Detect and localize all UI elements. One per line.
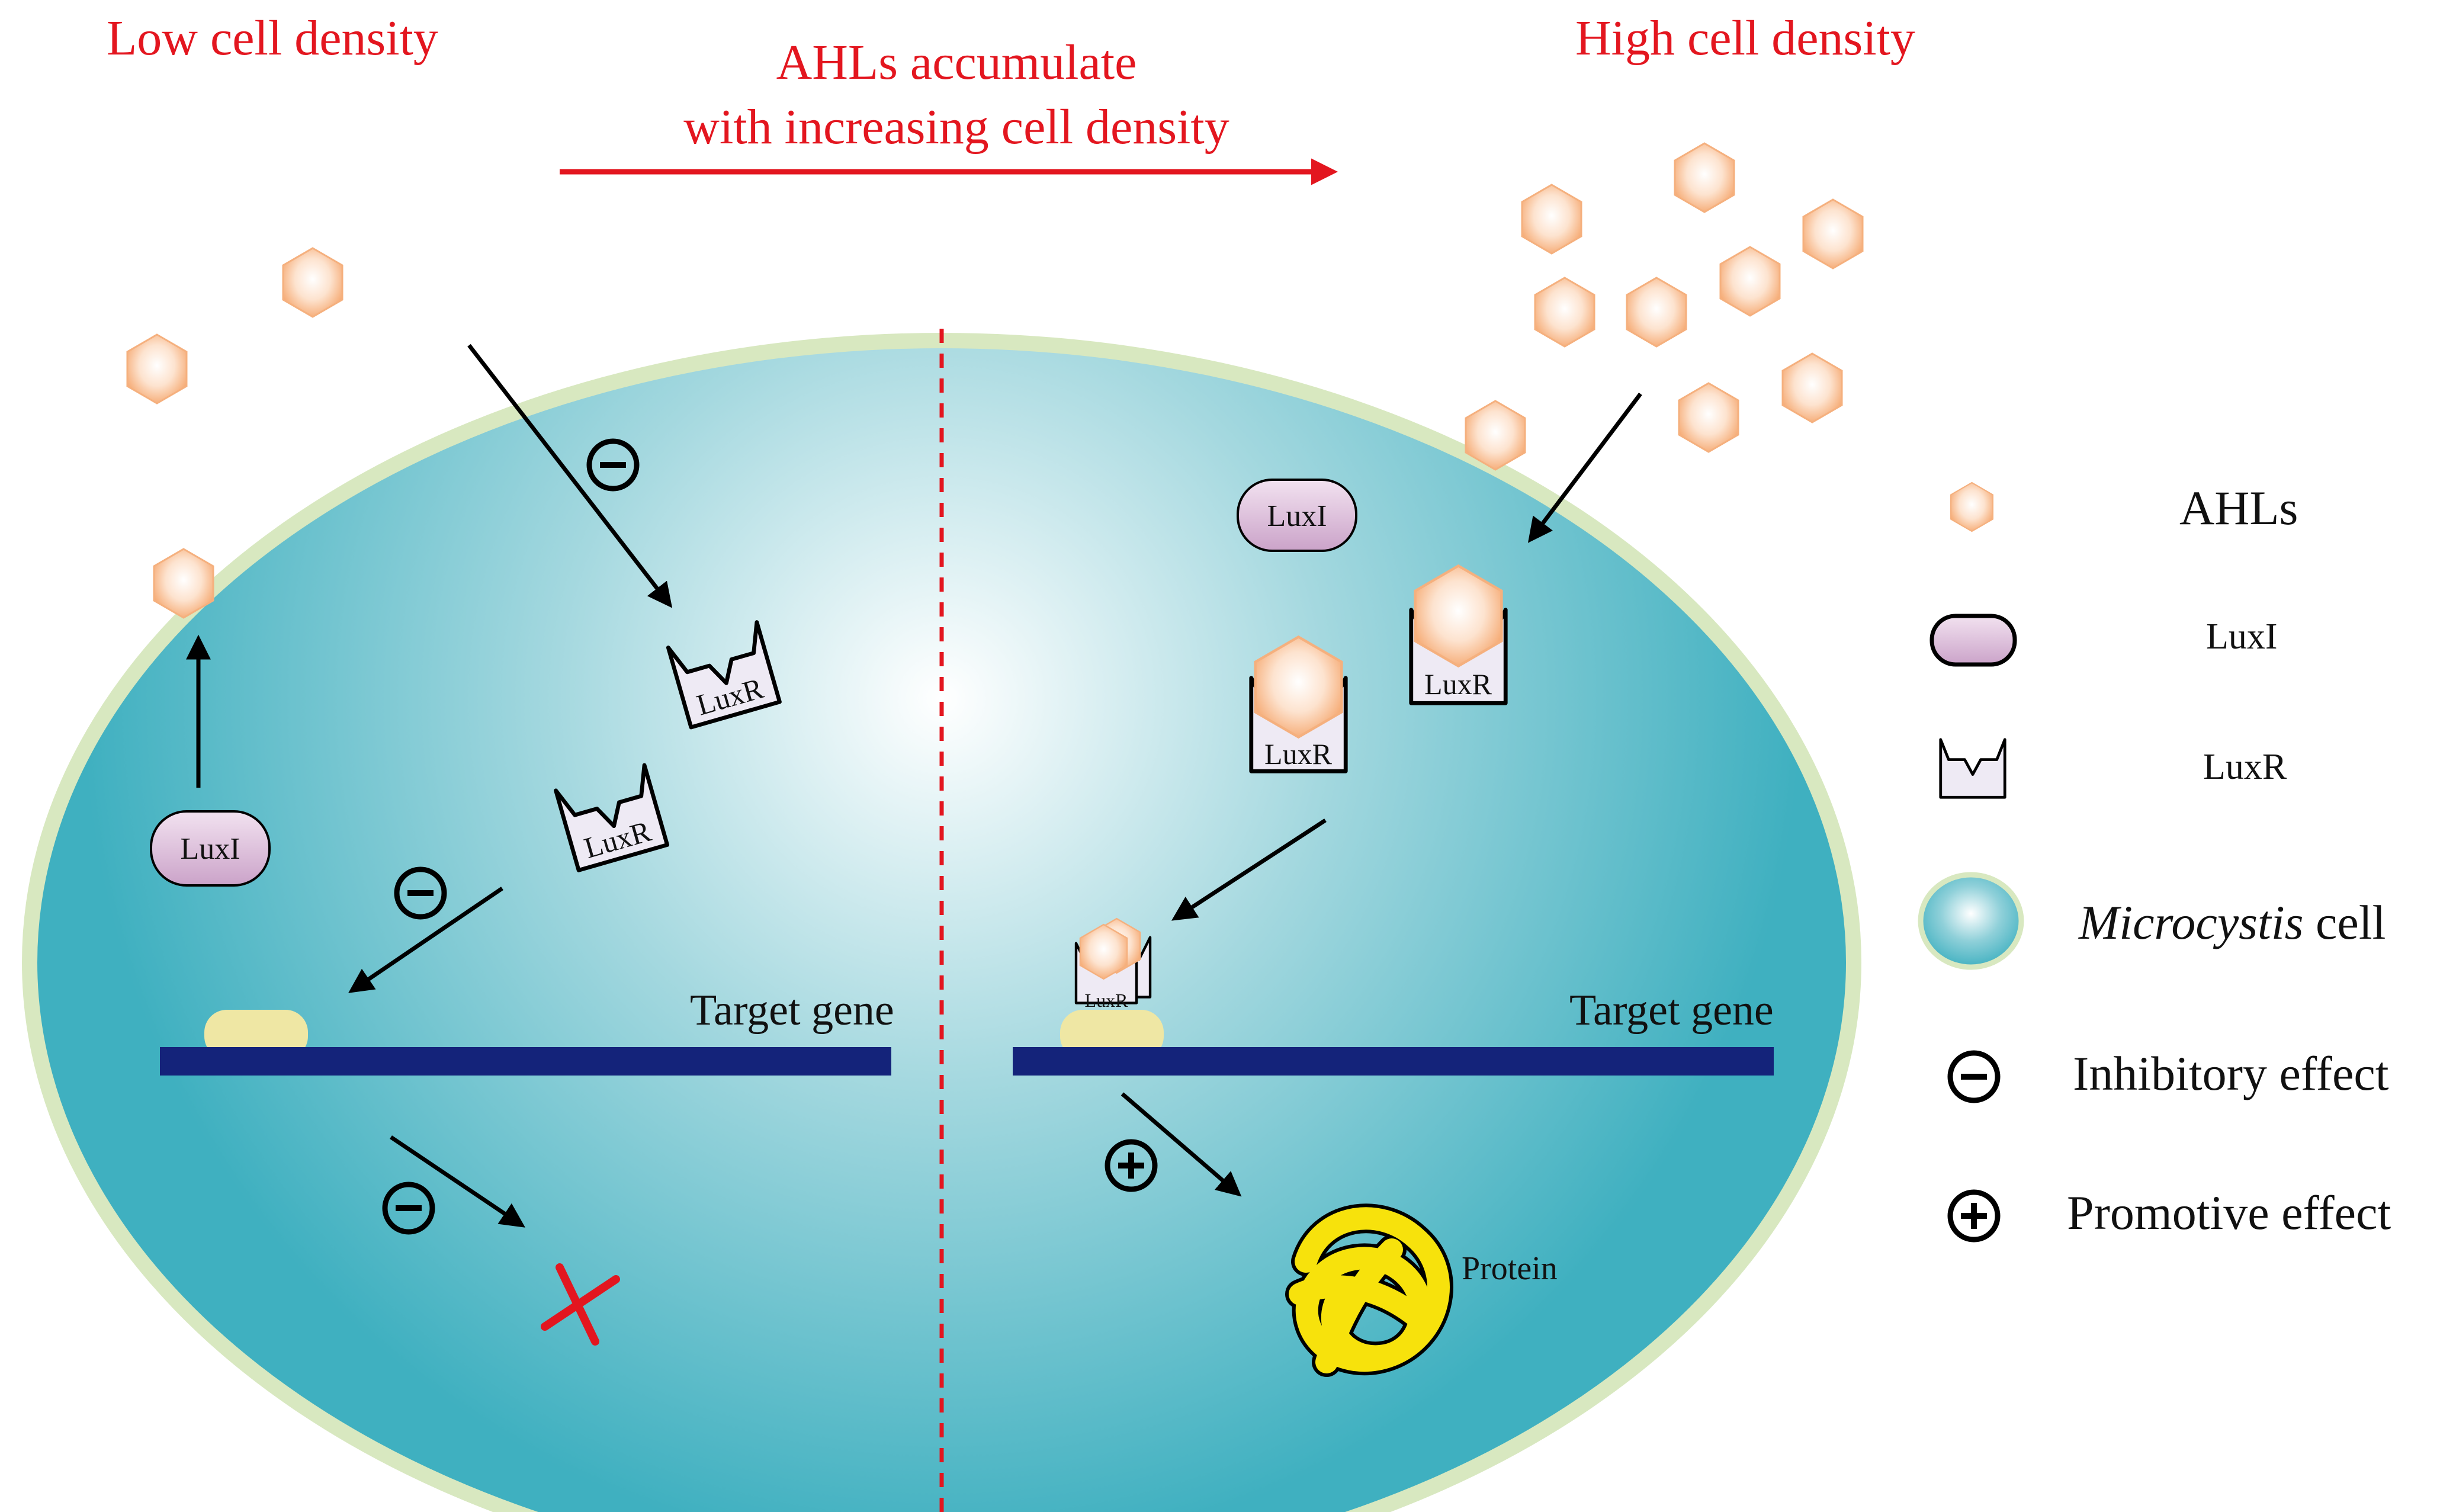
high-density-title: High cell density [1575,11,1915,66]
ahl-molecule-icon [126,333,188,405]
target-gene-label-left: Target gene [690,986,894,1035]
legend-luxr-label: LuxR [2203,747,2287,787]
ahl-molecule-icon [282,247,343,318]
low-density-title: Low cell density [107,11,438,66]
legend-cell-rest: cell [2304,895,2386,949]
ahl-molecule-icon [1521,184,1582,255]
legend-ahls-label: AHLs [2179,481,2298,535]
luxr-ahl-complex-1: LuxR [1411,566,1505,703]
ahl-molecule-icon [1678,382,1739,453]
target-gene-bar-right [1013,1047,1774,1076]
expression-arrow-promoted [1121,1092,1242,1197]
luxr-label: LuxR [1264,737,1333,771]
no-expression-cross-icon [541,1263,620,1346]
promoter-site-right [1060,1010,1164,1059]
luxr-to-gene-arrow-inhibited [348,887,503,993]
legend-inhibitory-label: Inhibitory effect [2073,1046,2389,1100]
ahl-molecule-icon [1674,142,1735,213]
luxi-label: LuxI [1267,499,1327,533]
luxi-label: LuxI [180,832,240,866]
complex-to-gene-arrow [1171,818,1327,921]
luxr-ahl-complex-2: LuxR [1251,637,1346,771]
legend-promotive-icon [1950,1192,1998,1240]
luxr-label: LuxR [1424,667,1492,701]
promoter-site-left [204,1010,308,1059]
legend-ahl-icon [1950,481,1994,532]
luxi-protein-left: LuxI [150,810,271,887]
luxi-protein-right: LuxI [1237,479,1357,552]
legend-cell-label: Microcystis cell [2078,895,2386,949]
legend-inhibitory-icon [1950,1053,1998,1100]
ahl-molecule-icon [1781,352,1843,423]
ahl-molecule-icon [1534,277,1595,348]
legend-cell-italic: Microcystis [2078,895,2304,949]
target-gene-bar-left [160,1047,891,1076]
accumulate-title-line1: AHLs accumulate [776,35,1137,90]
legend-luxr-icon [1941,740,2005,798]
legend-luxi-icon [1929,614,2017,667]
target-gene-label-right: Target gene [1569,986,1774,1035]
ahl-entry-arrow-inhibited [467,344,673,608]
legend-luxi-label: LuxI [2206,617,2278,657]
ahl-molecule-icon [1626,277,1687,348]
expression-arrow-inhibited [390,1135,525,1228]
protein-icon [1285,1203,1453,1377]
ahl-entry-arrow [1527,392,1642,543]
legend-promotive-label: Promotive effect [2067,1186,2391,1240]
protein-label: Protein [1462,1250,1558,1287]
accumulate-title-line2: with increasing cell density [683,99,1229,155]
luxr-ahl-complex-bound: LuxR [1076,917,1150,1011]
ahl-molecule-icon [1719,246,1781,317]
legend-cell-icon [1918,872,2024,970]
luxr-label: LuxR [1085,990,1129,1011]
ahl-molecule-icon [1802,198,1864,269]
